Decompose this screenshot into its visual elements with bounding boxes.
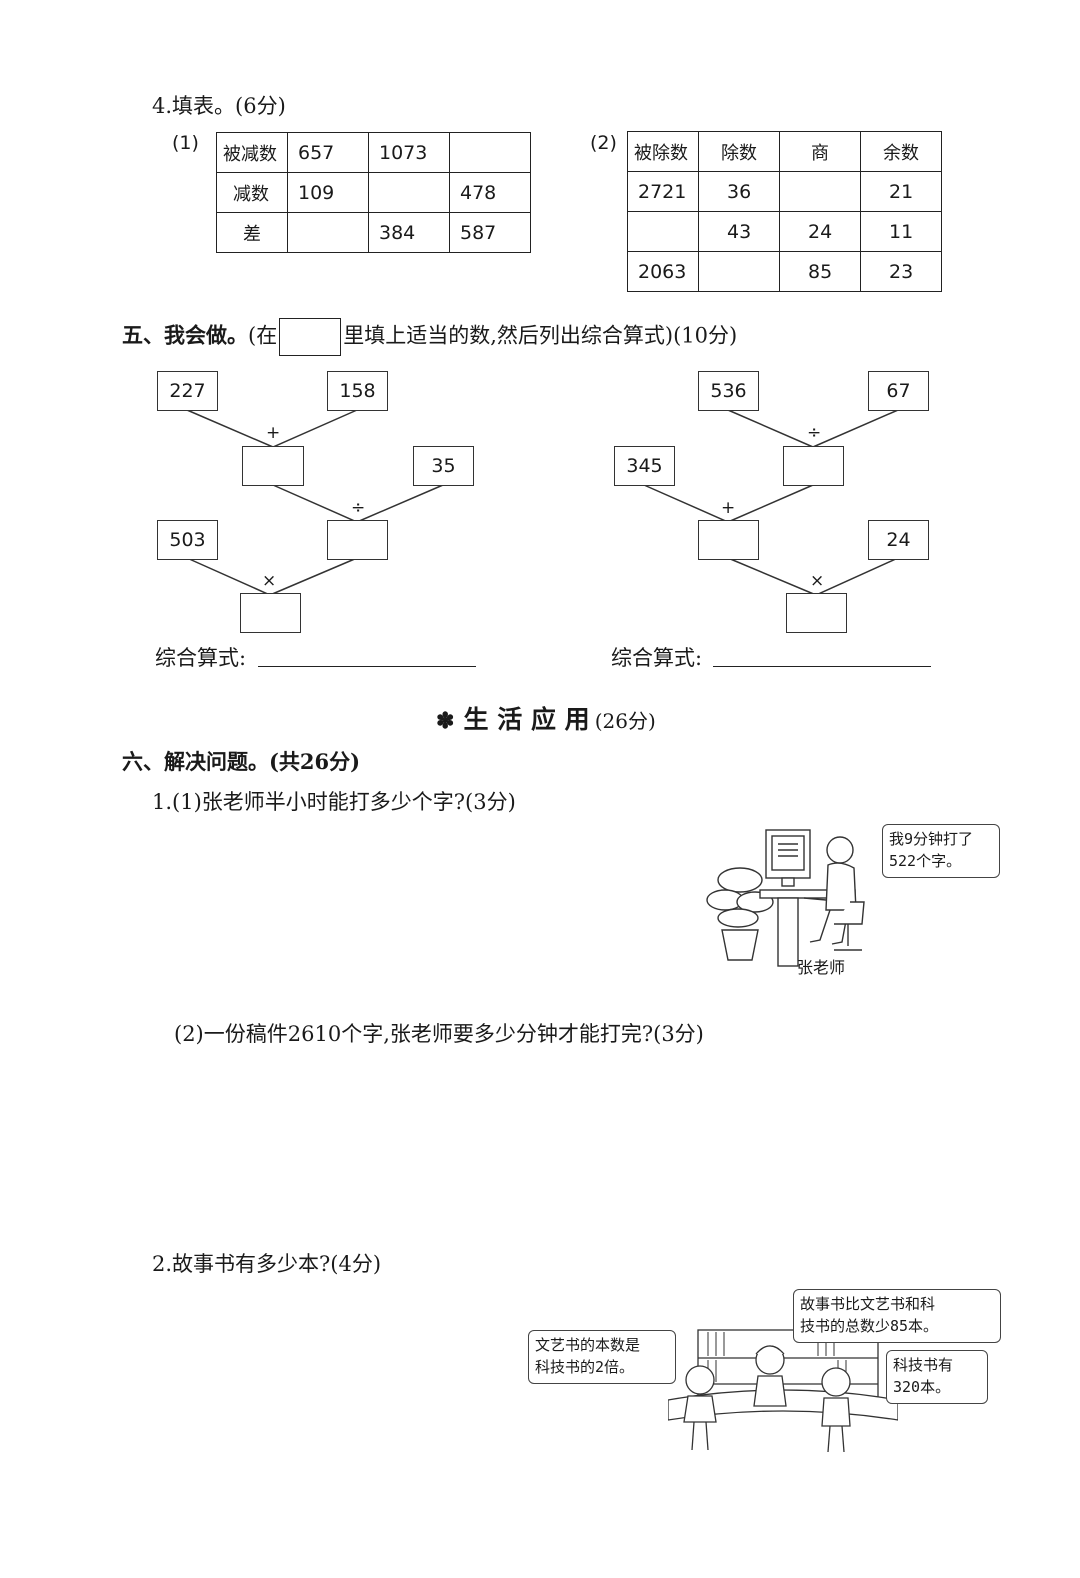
speech-bubble-boy-right: 科技书有 320本。 — [886, 1350, 988, 1404]
speech-bubble-line: 文艺书的本数是 — [535, 1336, 641, 1354]
table2-header: 商 — [779, 131, 861, 172]
table2-blank-cell[interactable] — [779, 171, 861, 212]
table2-cell: 11 — [860, 211, 942, 252]
table1-cell: 587 — [449, 212, 531, 253]
operator-divide: ÷ — [807, 423, 822, 443]
teacher-at-computer-illustration — [706, 829, 865, 967]
q6-heading: 六、解决问题。(共26分) — [122, 749, 361, 774]
section-score: (26分) — [594, 709, 656, 733]
tree-connector-lines — [186, 409, 899, 596]
subtraction-table: 被减数 657 1073 减数 109 478 差 384 587 — [216, 132, 531, 253]
table2-cell: 21 — [860, 171, 942, 212]
tree-answer-box[interactable] — [240, 593, 301, 633]
tree-answer-box[interactable] — [698, 520, 759, 560]
tree-number-box: 536 — [698, 371, 759, 411]
speech-bubble-line: 522个字。 — [889, 852, 962, 870]
table2-blank-cell[interactable] — [627, 211, 699, 252]
table2-header: 余数 — [860, 131, 942, 172]
speech-bubble-boy-cap: 故事书比文艺书和科 技书的总数少85本。 — [793, 1289, 1001, 1343]
q6-problem-2: 2.故事书有多少本?(4分) — [152, 1252, 382, 1276]
operator-multiply: × — [262, 571, 277, 591]
tree-number-box: 24 — [868, 520, 929, 560]
tree-number-box: 227 — [157, 371, 218, 411]
section-header: ✽ 生 活 应 用 (26分) — [436, 700, 656, 736]
q6-problem-1a: 1.(1)张老师半小时能打多少个字?(3分) — [152, 790, 516, 814]
q5-heading-rest: 里填上适当的数,然后列出综合算式)(10分) — [343, 323, 738, 348]
table2-header: 被除数 — [627, 131, 699, 172]
table1-blank-cell[interactable] — [449, 132, 531, 173]
tree-number-box: 35 — [413, 446, 474, 486]
speech-bubble-line: 320本。 — [893, 1378, 951, 1396]
library-children-illustration — [668, 1329, 898, 1453]
speech-bubble-line: 故事书比文艺书和科 — [800, 1295, 936, 1313]
table1-cell: 478 — [449, 172, 531, 213]
division-table: 被除数 除数 商 余数 2721 36 21 43 24 11 2063 85 … — [627, 131, 942, 292]
q5-heading-paren: (在 — [248, 323, 278, 348]
table2-label: (2) — [590, 132, 617, 154]
q5-heading: 五、我会做。(在 里填上适当的数,然后列出综合算式)(10分) — [122, 318, 737, 356]
table2-cell: 36 — [698, 171, 780, 212]
formula-label-right: 综合算式: — [611, 646, 703, 670]
table2-cell: 43 — [698, 211, 780, 252]
table2-cell: 24 — [779, 211, 861, 252]
table1-blank-cell[interactable] — [287, 212, 369, 253]
formula-label-left: 综合算式: — [155, 646, 247, 670]
table1-cell: 109 — [287, 172, 369, 213]
operator-multiply: × — [810, 571, 825, 591]
tree-answer-box[interactable] — [242, 446, 304, 486]
operator-plus: + — [266, 423, 281, 443]
tree-number-box: 158 — [327, 371, 388, 411]
section-title: 生 活 应 用 — [463, 705, 590, 734]
table2-cell: 2063 — [627, 251, 699, 292]
tree-answer-box[interactable] — [786, 593, 847, 633]
tree-number-box: 67 — [868, 371, 929, 411]
flower-icon: ✽ — [436, 708, 455, 734]
speech-bubble-line: 我9分钟打了 — [889, 830, 974, 848]
table1-label: (1) — [172, 132, 199, 154]
q4-heading: 4.填表。(6分) — [152, 94, 286, 118]
table1-cell: 减数 — [216, 172, 288, 213]
formula-answer-line-right[interactable] — [713, 666, 931, 667]
teacher-caption: 张老师 — [797, 958, 846, 977]
speech-bubble-line: 技书的总数少85本。 — [800, 1317, 939, 1335]
q5-heading-title: 五、我会做。 — [122, 322, 248, 348]
table2-cell: 85 — [779, 251, 861, 292]
speech-bubble-girl: 文艺书的本数是 科技书的2倍。 — [528, 1330, 676, 1384]
tree-answer-box[interactable] — [327, 520, 388, 560]
tree-number-box: 503 — [157, 520, 218, 560]
q6-problem-1b: (2)一份稿件2610个字,张老师要多少分钟才能打完?(3分) — [174, 1022, 704, 1046]
operator-divide: ÷ — [351, 498, 366, 518]
q5-heading-box — [279, 318, 342, 356]
table2-cell: 23 — [860, 251, 942, 292]
speech-bubble-line: 科技书的2倍。 — [535, 1358, 635, 1376]
operator-plus: + — [721, 498, 736, 518]
tree-number-box: 345 — [614, 446, 675, 486]
formula-answer-line-left[interactable] — [258, 666, 476, 667]
table2-header: 除数 — [698, 131, 780, 172]
speech-bubble-teacher: 我9分钟打了 522个字。 — [882, 824, 1000, 878]
tree-answer-box[interactable] — [783, 446, 844, 486]
table1-cell: 差 — [216, 212, 288, 253]
speech-bubble-line: 科技书有 — [893, 1356, 954, 1374]
